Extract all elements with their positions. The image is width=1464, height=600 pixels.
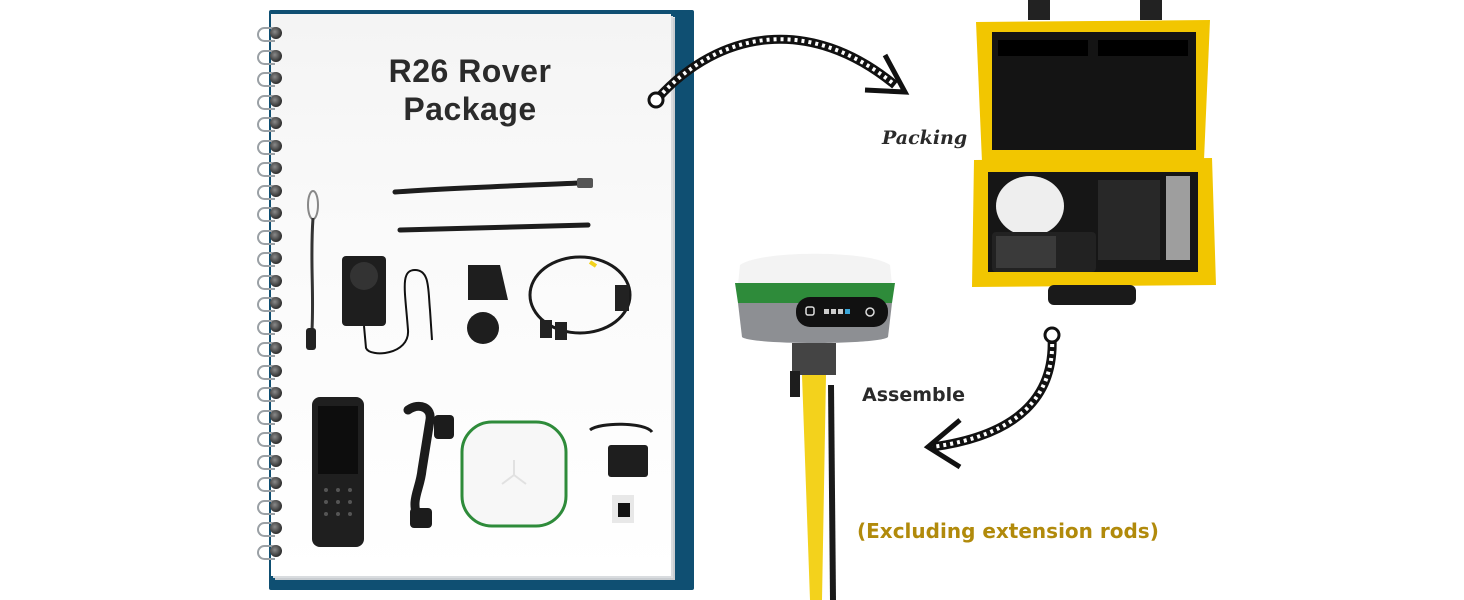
spiral-ring-icon xyxy=(257,454,283,470)
packing-label: Packing xyxy=(882,127,968,149)
spiral-ring-icon xyxy=(257,49,283,65)
lanyard-strap-icon xyxy=(306,190,319,350)
spiral-ring-icon xyxy=(257,544,283,560)
carrying-case-image xyxy=(972,0,1216,305)
antenna-connector-icon xyxy=(392,178,593,195)
assemble-label: Assemble xyxy=(862,384,966,406)
spiral-ring-icon xyxy=(257,431,283,447)
package-contents xyxy=(306,178,654,547)
usb-charger-icon xyxy=(589,422,654,477)
power-adapter-icon xyxy=(342,256,433,355)
eu-plug-adapter-icon xyxy=(467,312,499,344)
spiral-ring-icon xyxy=(257,71,283,87)
notebook-spiral-rings xyxy=(257,26,287,566)
spiral-ring-icon xyxy=(257,206,283,222)
spiral-ring-icon xyxy=(257,409,283,425)
spiral-ring-icon xyxy=(257,94,283,110)
spiral-ring-icon xyxy=(257,116,283,132)
package-title-line1: R26 Rover xyxy=(388,53,552,89)
pole-bracket-icon xyxy=(403,401,454,528)
spiral-ring-icon xyxy=(257,319,283,335)
spiral-ring-icon xyxy=(257,161,283,177)
gnss-receiver-icon xyxy=(460,420,568,528)
package-title-line2: Package xyxy=(403,91,537,127)
spiral-ring-icon xyxy=(257,274,283,290)
spiral-ring-icon xyxy=(257,296,283,312)
spiral-ring-icon xyxy=(257,184,283,200)
spiral-ring-icon xyxy=(257,364,283,380)
spiral-ring-icon xyxy=(257,476,283,492)
uk-plug-adapter-icon xyxy=(468,265,508,300)
receiver-indicator-panel xyxy=(805,306,875,317)
spiral-ring-icon xyxy=(257,341,283,357)
spiral-ring-icon xyxy=(257,139,283,155)
spiral-ring-icon xyxy=(257,26,283,42)
data-cable-icon xyxy=(528,255,632,340)
accessory-bag-icon xyxy=(612,495,634,523)
arrow-to-assemble-icon xyxy=(923,326,1061,470)
arrow-to-packing-icon xyxy=(647,34,910,109)
handheld-controller-icon xyxy=(312,397,364,547)
spiral-ring-icon xyxy=(257,386,283,402)
spiral-ring-icon xyxy=(257,521,283,537)
exclusion-note: (Excluding extension rods) xyxy=(857,519,1159,543)
package-title: R26 Rover Package xyxy=(300,52,640,128)
whip-antenna-icon xyxy=(397,222,591,233)
receiver-on-pole-image xyxy=(735,253,895,600)
spiral-ring-icon xyxy=(257,251,283,267)
spiral-ring-icon xyxy=(257,499,283,515)
spiral-ring-icon xyxy=(257,229,283,245)
